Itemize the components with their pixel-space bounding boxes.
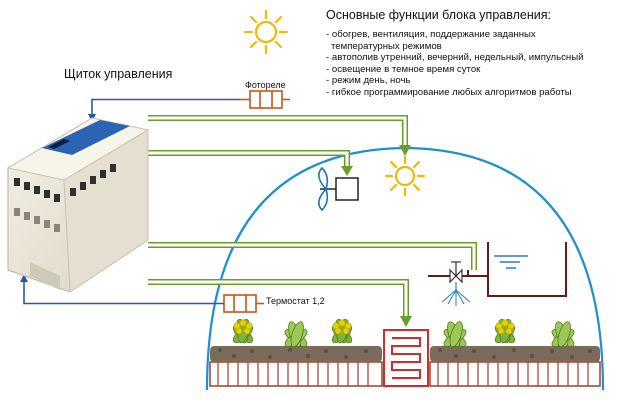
- functions-list: - обогрев, вентиляция, поддержание задан…: [326, 29, 583, 99]
- heater-icon: [383, 329, 429, 387]
- plant-icon: [443, 321, 467, 348]
- thermostat-label: Термостат 1,2: [266, 296, 325, 306]
- plant-icon: [494, 319, 516, 344]
- plant-icon: [284, 321, 308, 348]
- control-line-heater: [148, 279, 412, 327]
- function-item: - освещение в темное время суток: [326, 63, 481, 75]
- plant-icon: [551, 321, 575, 348]
- plant-icon: [331, 319, 353, 344]
- plc-controller-icon: [6, 117, 150, 293]
- control-line-valve: [148, 242, 477, 270]
- thermostat-icon: [223, 294, 264, 313]
- function-item: температурных режимов: [331, 40, 442, 52]
- plant-icon: [232, 319, 254, 344]
- control-panel-label: Щиток управления: [64, 67, 173, 81]
- function-item: - гибкое программирование любых алгоритм…: [326, 86, 572, 98]
- soil-bed-right: [429, 346, 601, 387]
- lamp-icon: [384, 155, 426, 197]
- valve-icon: [428, 261, 488, 306]
- function-item: - режим день, ночь: [326, 75, 411, 87]
- signal-line-photorelay: [88, 98, 240, 122]
- function-item: - обогрев, вентиляция, поддержание задан…: [326, 29, 536, 40]
- soil-bed-left: [209, 346, 383, 387]
- photorelay-label: Фотореле: [245, 80, 286, 90]
- control-line-lamp: [148, 115, 411, 156]
- function-item: - автополив утренний, вечерний, недельны…: [326, 52, 584, 64]
- photorelay-icon: [240, 90, 290, 109]
- control-line-fan: [148, 150, 353, 176]
- signal-line-thermostat: [20, 274, 224, 305]
- sun-icon: [243, 9, 289, 55]
- fan-icon: [318, 166, 359, 212]
- functions-title: Основные функции блока управления:: [326, 8, 551, 22]
- water-tank-icon: [467, 242, 567, 297]
